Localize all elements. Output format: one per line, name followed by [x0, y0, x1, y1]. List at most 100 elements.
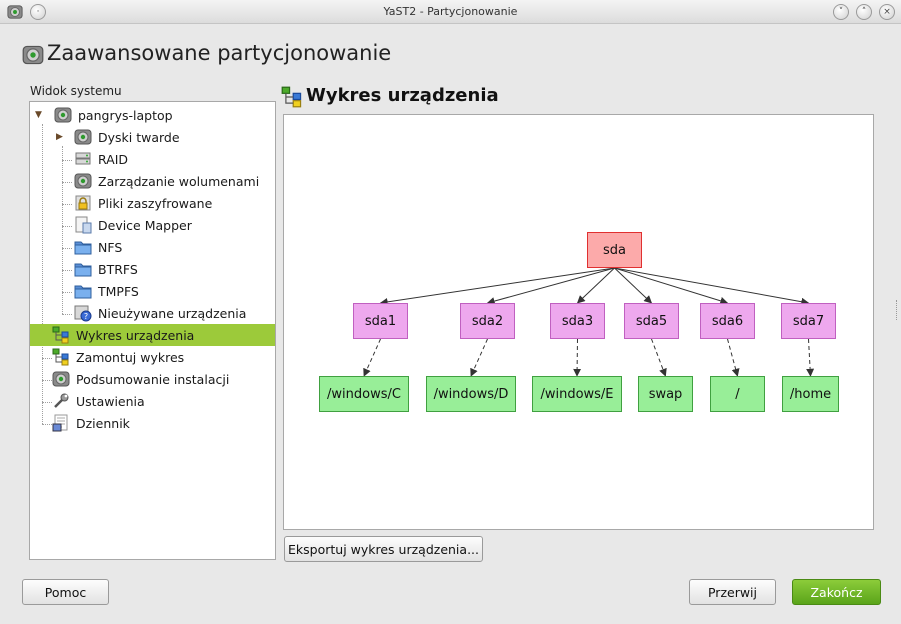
- tree-connector: [42, 380, 52, 381]
- window-titlebar: · YaST2 - Partycjonowanie ˅ ˄ ×: [0, 0, 901, 24]
- tree-item-label: RAID: [98, 151, 129, 167]
- raid-icon: [74, 150, 92, 168]
- tree-item-label: Zamontuj wykres: [76, 349, 185, 365]
- graph-node-mount[interactable]: /: [710, 376, 765, 412]
- window-menu-icon[interactable]: ·: [30, 4, 46, 20]
- resize-grip[interactable]: [896, 300, 899, 320]
- tree-connector: [62, 160, 72, 161]
- tree-item-mount-graph[interactable]: Zamontuj wykres: [52, 346, 272, 368]
- graph-edge-partition-mount: [651, 338, 667, 377]
- tree-connector: [62, 248, 72, 249]
- chevron-down-icon[interactable]: ˅: [833, 4, 849, 20]
- unused-device-icon: [74, 304, 92, 322]
- graph-icon: [281, 86, 303, 108]
- tree-item-device-graph[interactable]: Wykres urządzenia: [30, 324, 275, 346]
- graph-edges: [363, 267, 815, 377]
- graph-node-mount[interactable]: swap: [638, 376, 693, 412]
- system-view-label: Widok systemu: [30, 84, 122, 98]
- tree-connector: [42, 402, 52, 403]
- graph-edge-disk-partition: [486, 267, 615, 305]
- graph-node-mount[interactable]: /windows/C: [319, 376, 409, 412]
- tree-item-pangrys-laptop[interactable]: pangrys-laptop: [54, 104, 274, 126]
- graph-edge-disk-partition: [614, 267, 810, 306]
- expand-arrow-right-icon[interactable]: ▶: [56, 132, 63, 142]
- tree-item-label: Pliki zaszyfrowane: [98, 195, 213, 211]
- tree-item-nfs[interactable]: NFS: [74, 236, 274, 258]
- log-icon: [52, 414, 70, 432]
- graph-node-disk[interactable]: sda: [587, 232, 642, 268]
- tree-connector: [62, 270, 72, 271]
- graph-node-mount[interactable]: /windows/E: [532, 376, 622, 412]
- graph-edge-disk-partition: [614, 267, 653, 304]
- computer-disk-icon: [54, 106, 72, 124]
- graph-icon: [52, 326, 70, 344]
- finish-button[interactable]: Zakończ: [792, 579, 881, 605]
- tree-item-tmpfs[interactable]: TMPFS: [74, 280, 274, 302]
- tree-item-device-mapper[interactable]: Device Mapper: [74, 214, 274, 236]
- tree-item-label: Nieużywane urządzenia: [98, 305, 247, 321]
- graph-node-partition[interactable]: sda6: [700, 303, 755, 339]
- tree-item-label: Dziennik: [76, 415, 130, 431]
- graph-edge-partition-mount: [727, 338, 740, 377]
- folder-icon: [74, 238, 92, 256]
- tree-item-label: Ustawienia: [76, 393, 145, 409]
- tree-connector: [42, 124, 43, 424]
- device-mapper-icon: [74, 216, 92, 234]
- graph-edge-partition-mount: [470, 338, 488, 377]
- wrench-icon: [52, 392, 70, 410]
- tree-connector: [42, 358, 52, 359]
- tree-connector: [62, 204, 72, 205]
- graph-edge-partition-mount: [573, 338, 582, 377]
- tree-item-label: Zarządzanie wolumenami: [98, 173, 260, 189]
- tree-item-settings[interactable]: Ustawienia: [52, 390, 272, 412]
- hard-disk-icon: [74, 128, 92, 146]
- folder-icon: [74, 260, 92, 278]
- tree-connector: [62, 314, 72, 315]
- window-title: YaST2 - Partycjonowanie: [383, 5, 518, 18]
- tree-item-hard-disks[interactable]: Dyski twarde: [74, 126, 274, 148]
- expand-arrow-down-icon[interactable]: ▼: [35, 110, 42, 120]
- graph-node-mount[interactable]: /home: [782, 376, 839, 412]
- graph-edge-disk-partition: [576, 267, 615, 304]
- tree-item-installation-summary[interactable]: Podsumowanie instalacji: [52, 368, 272, 390]
- tree-item-label: BTRFS: [98, 261, 138, 277]
- tree-item-log[interactable]: Dziennik: [52, 412, 272, 434]
- graph-edge-disk-partition: [379, 267, 615, 306]
- tree-item-label: Dyski twarde: [98, 129, 180, 145]
- folder-icon: [74, 282, 92, 300]
- disk-icon: [22, 44, 44, 66]
- graph-node-partition[interactable]: sda5: [624, 303, 679, 339]
- chevron-up-icon[interactable]: ˄: [856, 4, 872, 20]
- lvm-icon: [74, 172, 92, 190]
- graph-edge-disk-partition: [614, 267, 729, 305]
- tree-item-encrypted-files[interactable]: Pliki zaszyfrowane: [74, 192, 274, 214]
- tree-item-unused-devices[interactable]: Nieużywane urządzenia: [74, 302, 274, 324]
- tree-connector: [62, 226, 72, 227]
- tree-connector: [62, 292, 72, 293]
- lock-icon: [74, 194, 92, 212]
- graph-node-partition[interactable]: sda1: [353, 303, 408, 339]
- graph-edge-partition-mount: [363, 338, 381, 377]
- tree-connector: [62, 182, 72, 183]
- graph-node-partition[interactable]: sda7: [781, 303, 836, 339]
- close-icon[interactable]: ×: [879, 4, 895, 20]
- graph-node-partition[interactable]: sda3: [550, 303, 605, 339]
- section-title: Wykres urządzenia: [306, 85, 499, 106]
- tree-item-label: TMPFS: [98, 283, 139, 299]
- abort-button[interactable]: Przerwij: [689, 579, 776, 605]
- tree-item-label: Podsumowanie instalacji: [76, 371, 230, 387]
- tree-item-volume-management[interactable]: Zarządzanie wolumenami: [74, 170, 274, 192]
- graph-node-partition[interactable]: sda2: [460, 303, 515, 339]
- tree-item-label: NFS: [98, 239, 123, 255]
- tree-item-raid[interactable]: RAID: [74, 148, 274, 170]
- device-graph-canvas[interactable]: sda sda1 sda2 sda3 sda5 sda6 sda7 /windo…: [283, 114, 874, 530]
- help-button[interactable]: Pomoc: [22, 579, 109, 605]
- tree-connector: [42, 424, 52, 425]
- graph-node-mount[interactable]: /windows/D: [426, 376, 516, 412]
- export-graph-button[interactable]: Eksportuj wykres urządzenia...: [284, 536, 483, 562]
- tree-item-btrfs[interactable]: BTRFS: [74, 258, 274, 280]
- system-view-tree[interactable]: ▼ pangrys-laptop ▶ Dyski twarde RAID Zar…: [29, 101, 276, 560]
- tree-item-label: Wykres urządzenia: [76, 327, 195, 343]
- summary-disk-icon: [52, 370, 70, 388]
- tree-item-label: Device Mapper: [98, 217, 192, 233]
